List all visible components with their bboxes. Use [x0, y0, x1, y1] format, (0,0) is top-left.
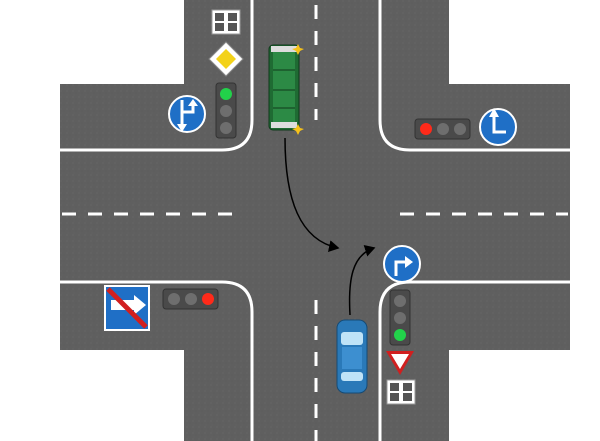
crossroad-layout-icon: [211, 9, 241, 35]
trajectory-arrows: [284, 137, 376, 316]
crossroad-layout-icon: [386, 379, 416, 405]
yellow-diamond-icon: [208, 41, 244, 77]
tram: [268, 44, 304, 135]
traffic-light-south-west: [162, 288, 219, 310]
traffic-light-north-west: [215, 82, 237, 139]
curbs: [60, 0, 570, 441]
traffic-light-north-east: [414, 118, 471, 140]
turn-left-arrow-icon: [479, 108, 517, 146]
crossed-arrow-icon: [104, 285, 150, 331]
turn-right-arrow-icon: [383, 245, 421, 283]
straight-and-right-arrow-icon: [168, 95, 206, 133]
traffic-light-south-east: [389, 289, 411, 346]
yield-triangle-icon: [386, 351, 414, 375]
car: [336, 319, 368, 394]
turn-signal-icon: [292, 44, 304, 135]
lane-markings: [62, 5, 568, 441]
